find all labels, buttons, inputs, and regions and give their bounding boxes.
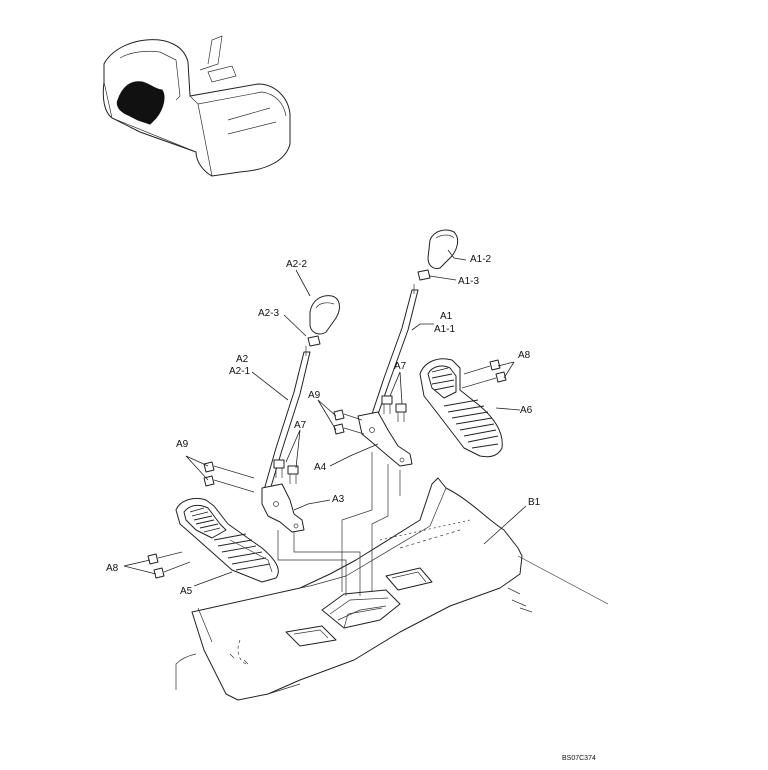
label-a7-left: A7 — [294, 420, 307, 431]
left-lever-knob — [309, 295, 340, 335]
right-lever-assembly — [333, 229, 507, 592]
label-a5: A5 — [180, 586, 193, 597]
left-screws-a9 — [203, 461, 255, 493]
left-bolts-a7 — [273, 459, 299, 484]
label-a2-3: A2-3 — [258, 308, 280, 319]
label-a9-right: A9 — [308, 390, 321, 401]
left-lever-assembly — [147, 295, 361, 596]
callout-labels: A1-2 A1-3 A1 A1-1 A2-2 A2-3 A2 A2-1 A7 A… — [106, 254, 596, 762]
label-a4: A4 — [314, 462, 327, 473]
leader-lines — [123, 249, 527, 587]
left-lever-bracket — [261, 483, 305, 533]
right-lever-nut — [417, 269, 431, 281]
label-b1: B1 — [528, 497, 541, 508]
label-a2-2: A2-2 — [286, 259, 308, 270]
right-lever-knob — [427, 229, 459, 269]
label-a3: A3 — [332, 494, 345, 505]
label-a2-1: A2-1 — [229, 366, 251, 377]
left-lever-nut — [307, 335, 321, 347]
right-screws-a9 — [333, 409, 365, 435]
locator-thumbnail — [102, 35, 291, 177]
label-a1-1: A1-1 — [434, 324, 456, 335]
cab-floor-highlight — [116, 81, 165, 125]
label-a6: A6 — [520, 405, 533, 416]
floor-plate — [175, 477, 609, 701]
left-pedal — [175, 497, 279, 583]
drawing-code: BS07C374 — [562, 755, 596, 762]
right-pedal — [419, 358, 503, 458]
left-screws-a8 — [147, 551, 191, 579]
right-lever-bracket — [357, 411, 413, 467]
label-a2: A2 — [236, 354, 249, 365]
right-screws-a8 — [461, 359, 507, 389]
label-a8-left: A8 — [106, 563, 119, 574]
label-a7-right: A7 — [394, 361, 407, 372]
label-a1: A1 — [440, 311, 453, 322]
label-a1-3: A1-3 — [458, 276, 480, 287]
label-a8-right: A8 — [518, 350, 531, 361]
right-bolts-a7 — [381, 395, 407, 422]
label-a9-left: A9 — [176, 439, 189, 450]
label-a1-2: A1-2 — [470, 254, 492, 265]
